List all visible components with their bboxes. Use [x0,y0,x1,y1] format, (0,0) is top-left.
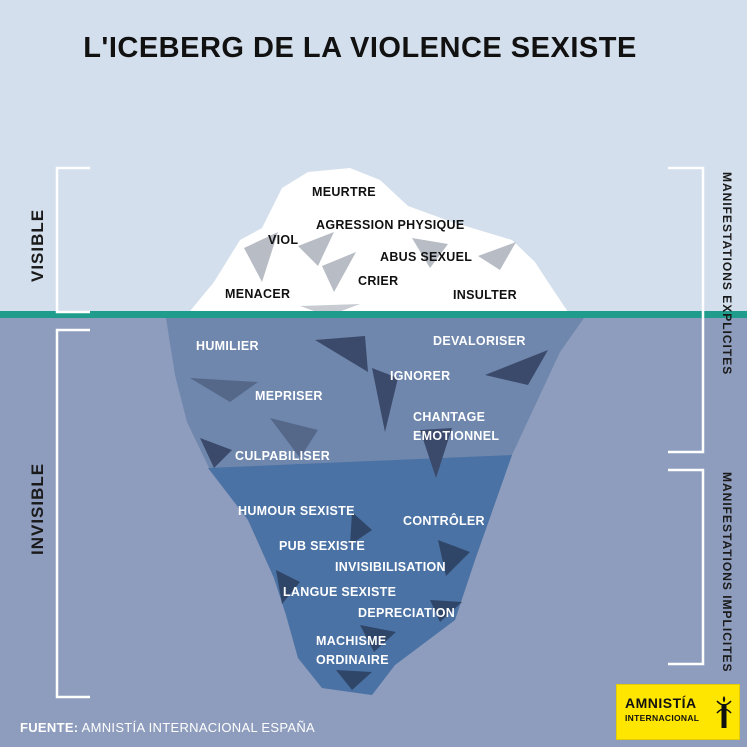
label-invisibilisation: INVISIBILISATION [335,560,446,574]
label-humilier: HUMILIER [196,339,259,353]
label-culpabiliser: CULPABILISER [235,449,331,463]
source-text: AMNISTÍA INTERNACIONAL ESPAÑA [81,720,315,735]
label-controler: CONTRÔLER [403,514,485,528]
explicit-bracket [668,166,705,454]
label-depreciation: DEPRECIATION [358,606,456,620]
underwater-ice [166,318,584,695]
label-agression-physique: AGRESSION PHYSIQUE [316,218,465,232]
source-credit: FUENTE: AMNISTÍA INTERNACIONAL ESPAÑA [20,720,315,735]
label-viol: VIOL [268,233,299,247]
visible-bracket [55,166,90,314]
implicit-bracket [668,468,705,666]
label-chantage-emotionnel: CHANTAGE EMOTIONNEL [413,408,499,446]
label-insulter: INSULTER [453,288,517,302]
visible-label: VISIBLE [28,208,47,282]
brackets [55,166,705,699]
label-pub-sexiste: PUB SEXISTE [279,539,365,553]
label-meurtre: MEURTRE [312,185,376,199]
visible-ice [186,168,568,316]
candle-icon [716,696,732,728]
label-abus-sexuel: ABUS SEXUEL [380,250,473,264]
label-machisme-line2: ORDINAIRE [316,653,389,667]
water-line [0,311,747,318]
label-machisme-line1: MACHISME [316,634,387,648]
label-menacer: MENACER [225,287,291,301]
label-machisme-ordinaire: MACHISME ORDINAIRE [316,632,389,670]
label-chantage-line1: CHANTAGE [413,410,486,424]
logo-line2: INTERNACIONAL [625,713,700,723]
label-crier: CRIER [358,274,399,288]
label-ignorer: IGNORER [390,369,451,383]
explicit-label: MANIFESTATIONS EXPLICITES [720,172,734,376]
label-humour-sexiste: HUMOUR SEXISTE [238,504,355,518]
invisible-label: INVISIBLE [28,462,47,555]
label-chantage-line2: EMOTIONNEL [413,429,500,443]
label-langue-sexiste: LANGUE SEXISTE [283,585,397,599]
logo-text: AMNISTÍA INTERNACIONAL [625,696,699,723]
logo-line1: AMNISTÍA [625,695,697,711]
label-mepriser: MEPRISER [255,389,323,403]
label-devaloriser: DEVALORISER [433,334,526,348]
page-title: L'ICEBERG DE LA VIOLENCE SEXISTE [83,32,637,64]
amnesty-logo: AMNISTÍA INTERNACIONAL [616,684,740,740]
invisible-bracket [55,328,90,699]
source-label: FUENTE: [20,720,79,735]
implicit-label: MANIFESTATIONS IMPLICITES [720,472,734,673]
